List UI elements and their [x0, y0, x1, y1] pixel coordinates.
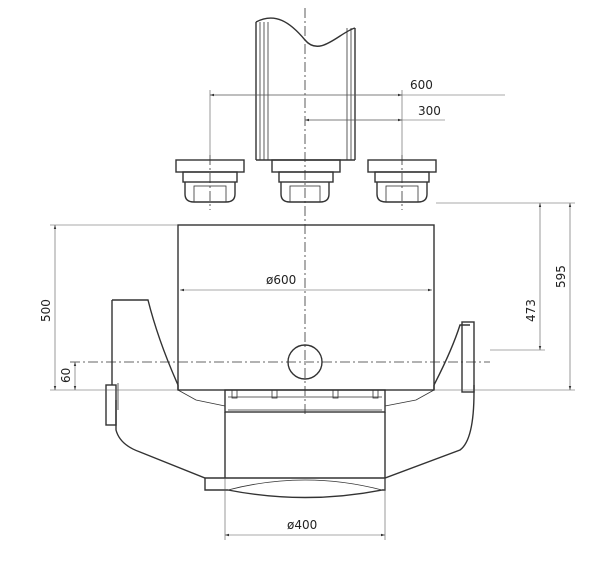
right-pad [367, 159, 437, 203]
dim-60-label: 60 [59, 368, 73, 383]
dimension-left-60: 60 [59, 362, 77, 390]
dimension-bottom-diameter: ø400 [224, 478, 386, 540]
arm-structure [105, 299, 475, 479]
bottom-base [204, 389, 386, 499]
dim-600-label: 600 [410, 78, 433, 92]
dim-phi400-label: ø400 [287, 518, 317, 532]
dim-473-label: 473 [524, 299, 538, 322]
dim-phi600-label: ø600 [266, 273, 296, 287]
dimension-left-500: 500 [39, 224, 178, 391]
main-body [177, 224, 435, 391]
dim-500-label: 500 [39, 299, 53, 322]
dim-595-label: 595 [554, 265, 568, 288]
dim-300-label: 300 [418, 104, 441, 118]
dimension-top: 600 300 [209, 78, 505, 155]
left-pad [175, 159, 245, 203]
center-lines [70, 8, 490, 415]
center-pad [271, 159, 341, 203]
upper-column [255, 17, 356, 161]
dimension-body-diameter: ø600 [180, 273, 432, 292]
dimension-right: 473 595 [434, 202, 575, 391]
